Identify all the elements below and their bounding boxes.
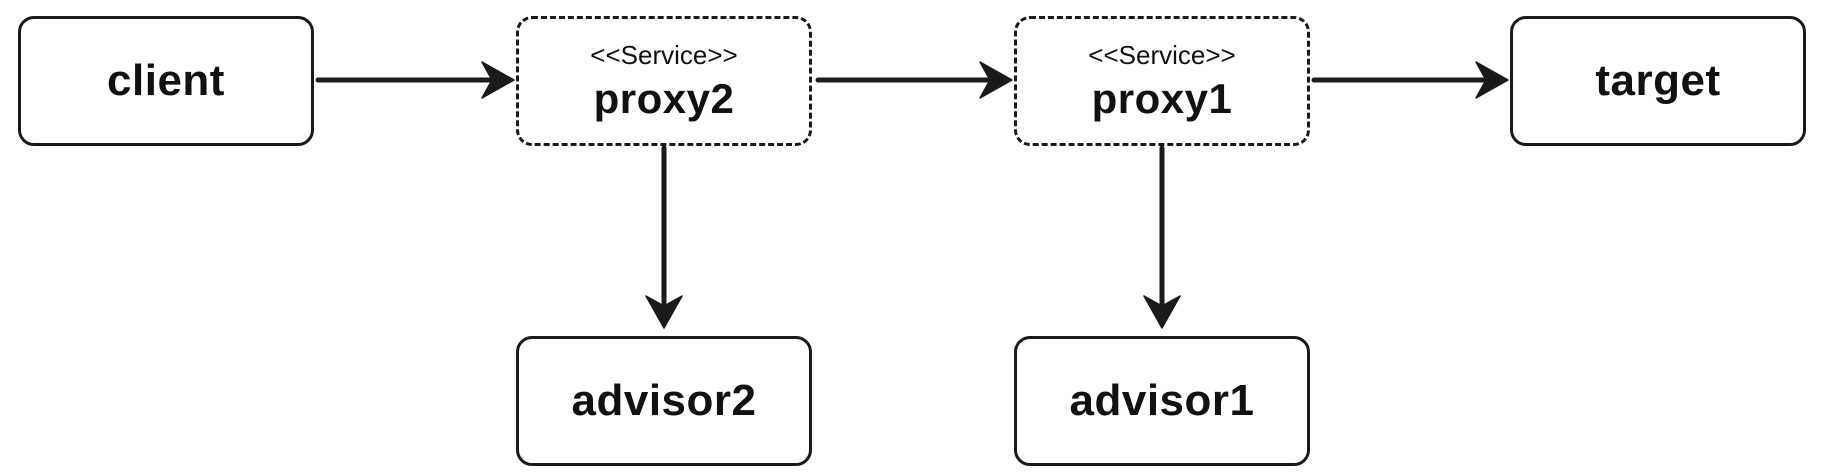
client-label: client xyxy=(107,56,225,105)
proxy2-label: proxy2 xyxy=(593,75,735,122)
proxy1-stereotype: <<Service>> xyxy=(1088,40,1236,70)
arrow-proxy1-to-advisor1 xyxy=(1143,145,1181,329)
advisor1-label: advisor1 xyxy=(1069,376,1255,425)
proxy2-node: <<Service>> proxy2 xyxy=(516,16,812,146)
target-node: target xyxy=(1510,16,1806,146)
client-node: client xyxy=(18,16,314,146)
arrow-client-to-proxy2 xyxy=(315,61,515,99)
arrow-proxy1-to-target xyxy=(1311,61,1509,99)
target-label: target xyxy=(1595,56,1721,105)
proxy1-node: <<Service>> proxy1 xyxy=(1014,16,1310,146)
arrow-proxy2-to-advisor2 xyxy=(645,145,683,329)
advisor2-label: advisor2 xyxy=(571,376,757,425)
arrow-proxy2-to-proxy1 xyxy=(815,61,1013,99)
proxy2-stereotype: <<Service>> xyxy=(590,40,738,70)
advisor2-node: advisor2 xyxy=(516,336,812,466)
proxy1-label: proxy1 xyxy=(1091,75,1233,122)
advisor1-node: advisor1 xyxy=(1014,336,1310,466)
